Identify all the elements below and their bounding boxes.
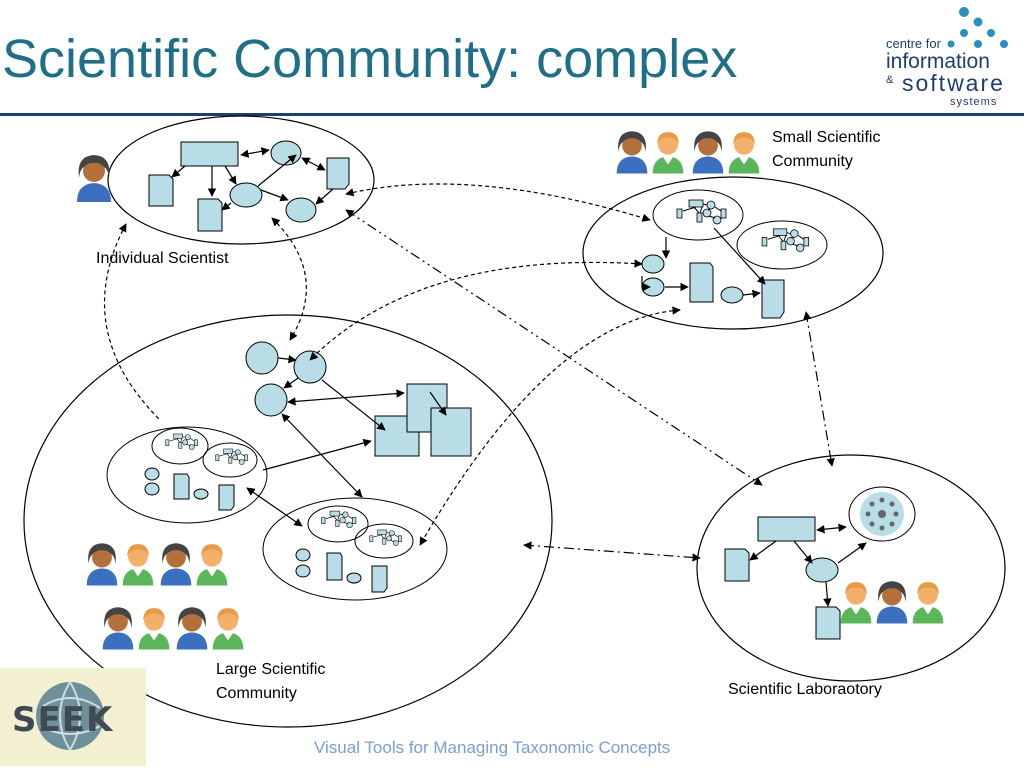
scientist-avatar bbox=[652, 132, 684, 174]
title-divider bbox=[0, 113, 1024, 116]
sc-sub-network bbox=[761, 228, 810, 253]
is-node-circle bbox=[229, 182, 263, 208]
sc-node-doc bbox=[761, 279, 785, 319]
lc-mini-node bbox=[295, 564, 311, 578]
logo-centre-for: centre for bbox=[886, 36, 941, 51]
lc-sub-ellipse bbox=[307, 505, 369, 543]
lc-node-circle bbox=[293, 350, 327, 384]
large-community-label-2: Community bbox=[216, 685, 297, 702]
connector-individual-small bbox=[345, 183, 651, 222]
community-connectors bbox=[103, 183, 835, 562]
sc-node-doc bbox=[689, 262, 714, 303]
lc-mini-doc bbox=[218, 484, 235, 511]
globe-icon bbox=[36, 681, 104, 751]
lc-sub-ellipse bbox=[354, 523, 414, 559]
lc-mini-node bbox=[144, 482, 160, 496]
laboratory-ellipse bbox=[696, 454, 1006, 682]
logo-information: information bbox=[886, 50, 990, 73]
footer-text: Visual Tools for Managing Taxonomic Conc… bbox=[314, 738, 671, 757]
is-node-circle bbox=[270, 140, 302, 166]
lc-sub-network bbox=[369, 529, 402, 546]
lab-node-circle bbox=[805, 557, 839, 583]
lc-sub-community-ellipse bbox=[262, 497, 448, 601]
lc-mini-doc bbox=[173, 473, 190, 500]
connector-large-lab bbox=[523, 541, 701, 562]
lc-mini-node bbox=[144, 467, 160, 481]
scientist-avatar bbox=[840, 582, 872, 624]
individual-scientist-group bbox=[77, 115, 375, 245]
lc-sub-community-ellipse bbox=[106, 426, 268, 524]
connector-small-large bbox=[309, 259, 643, 361]
lc-sub-network bbox=[165, 433, 199, 450]
logo-software: software bbox=[902, 70, 1005, 96]
is-node-circle bbox=[285, 197, 317, 223]
logo-ampersand: & bbox=[886, 74, 894, 86]
scientist-avatar bbox=[77, 155, 111, 202]
scientist-avatar bbox=[138, 608, 170, 650]
sc-sub-network bbox=[676, 199, 727, 225]
is-node-doc bbox=[148, 174, 174, 207]
network-hub-icon bbox=[860, 492, 904, 536]
scientist-avatar bbox=[196, 544, 228, 586]
slide-title: Scientific Community: complex bbox=[2, 29, 738, 89]
connector-individual-lab bbox=[345, 209, 763, 486]
scientist-avatar bbox=[212, 608, 244, 650]
lab-node-rect bbox=[757, 516, 816, 542]
is-node-doc bbox=[197, 198, 223, 232]
lc-sub-network bbox=[321, 510, 357, 529]
scientist-avatar bbox=[160, 543, 192, 586]
scientist-avatar bbox=[728, 132, 760, 174]
lc-mini-doc bbox=[371, 565, 388, 593]
scientist-avatar bbox=[122, 544, 154, 586]
lc-mini-node bbox=[295, 548, 311, 562]
connector-individual-large bbox=[271, 217, 307, 341]
scientist-avatar bbox=[616, 131, 648, 174]
laboratory-group bbox=[696, 454, 1006, 682]
is-node-doc bbox=[326, 157, 350, 190]
lab-node-doc bbox=[724, 548, 750, 582]
sc-node-circle bbox=[720, 286, 744, 304]
lab-node-doc bbox=[815, 606, 841, 640]
scientist-avatar bbox=[692, 131, 724, 174]
lc-node-circle bbox=[245, 341, 279, 375]
scientist-avatar bbox=[876, 581, 908, 624]
molecule-icon bbox=[947, 7, 1008, 48]
lc-sub-ellipse bbox=[202, 442, 258, 478]
scientist-avatar bbox=[912, 582, 944, 624]
lc-mini-doc bbox=[326, 552, 343, 581]
lc-node-doc bbox=[430, 407, 472, 457]
small-community-label-2: Community bbox=[772, 153, 853, 170]
individual-scientist-ellipse bbox=[107, 115, 375, 245]
small-community-label-1: Small Scientific bbox=[772, 129, 880, 146]
connector-individual-subcommunity bbox=[103, 223, 161, 421]
seek-logo-text: SEEK bbox=[12, 700, 114, 740]
sc-node-circle bbox=[641, 254, 665, 274]
large-community-label-1: Large Scientific bbox=[216, 661, 325, 678]
scientist-avatar bbox=[102, 607, 134, 650]
scientist-avatar bbox=[86, 543, 118, 586]
seek-logo: SEEK bbox=[0, 668, 146, 766]
is-node-rect bbox=[180, 141, 239, 167]
scientist-avatar bbox=[176, 607, 208, 650]
laboratory-label: Scientific Laboraotory bbox=[728, 681, 882, 698]
lc-sub-network bbox=[215, 448, 248, 465]
logo-systems: systems bbox=[950, 96, 998, 108]
lc-node-circle bbox=[254, 383, 288, 417]
connector-small-lab bbox=[803, 311, 835, 467]
individual-scientist-label: Individual Scientist bbox=[96, 250, 229, 267]
lc-mini-node bbox=[193, 488, 209, 500]
lc-sub-ellipse bbox=[151, 427, 209, 465]
lc-mini-node bbox=[346, 572, 362, 584]
cis-logo: centre for information & software system… bbox=[878, 6, 1018, 112]
